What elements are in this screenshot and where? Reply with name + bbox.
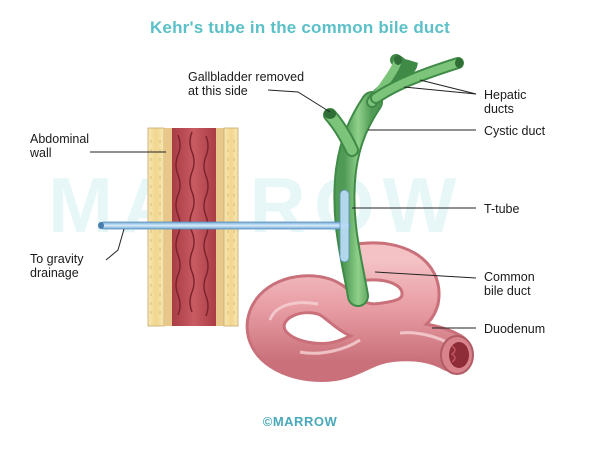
duodenum bbox=[245, 241, 474, 383]
label-gravity-drainage: To gravity drainage bbox=[30, 252, 84, 280]
watermark: MARROW bbox=[48, 161, 465, 249]
footer-copyright: ©MARROW bbox=[262, 414, 338, 429]
t-tube bbox=[98, 189, 351, 263]
label-t-tube: T-tube bbox=[484, 202, 520, 216]
label-common-bile-duct: Common bile duct bbox=[484, 270, 535, 298]
label-gallbladder: Gallbladder removed at this side bbox=[188, 70, 305, 98]
label-cystic-duct: Cystic duct bbox=[484, 124, 546, 138]
biliary-tree bbox=[323, 54, 464, 307]
label-hepatic-ducts: Hepatic ducts bbox=[484, 88, 527, 116]
label-duodenum: Duodenum bbox=[484, 322, 546, 336]
label-abdominal-wall: Abdominal wall bbox=[30, 132, 90, 160]
leader-lines bbox=[90, 79, 477, 329]
diagram-title: Kehr's tube in the common bile duct bbox=[149, 18, 451, 37]
